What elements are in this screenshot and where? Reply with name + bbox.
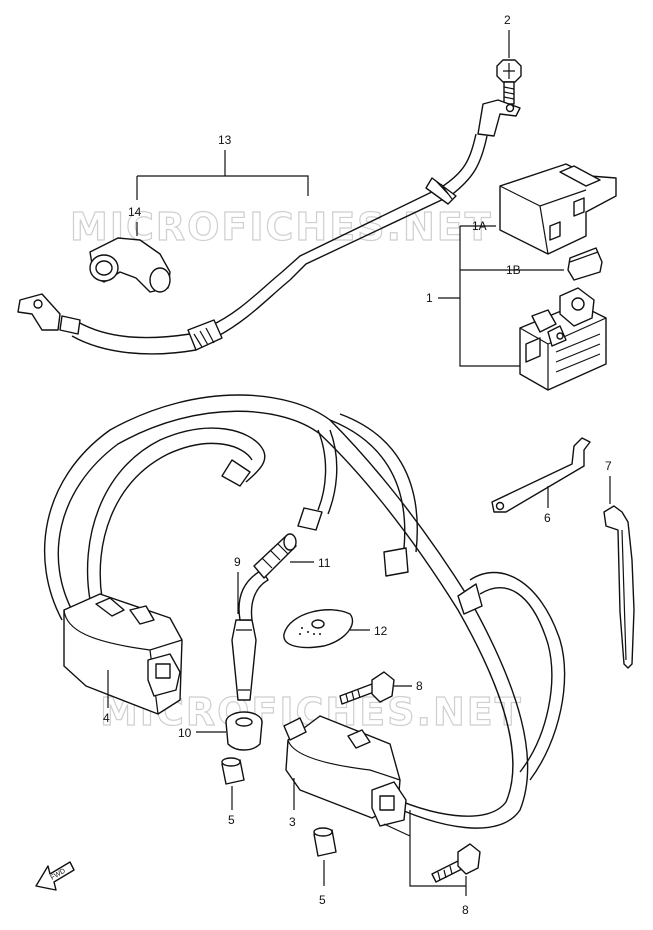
callout-5-left: 5 (228, 813, 235, 827)
forward-arrow-icon: FWD (35, 861, 75, 891)
grommet-part-10[interactable] (225, 711, 263, 751)
callout-4: 4 (103, 711, 110, 725)
callout-1b: 1B (506, 263, 521, 277)
leader-8-lower (383, 810, 467, 896)
callout-3: 3 (289, 815, 296, 829)
callout-14: 14 (128, 205, 142, 219)
bracket-part-6[interactable] (491, 437, 591, 513)
callout-10: 10 (178, 726, 192, 740)
callout-7: 7 (605, 459, 612, 473)
screw-part-2[interactable] (496, 59, 522, 105)
spacer-part-5-right[interactable] (313, 827, 337, 857)
fuse-part-1b[interactable] (567, 247, 603, 281)
callout-11: 11 (318, 556, 331, 570)
starter-relay-part-1[interactable] (519, 287, 607, 391)
boot-part-14[interactable] (89, 237, 171, 293)
callout-1: 1 (426, 291, 433, 305)
ignition-coil-part-3[interactable] (283, 715, 407, 827)
callout-5-right: 5 (319, 893, 326, 907)
rubber-pad-part-12[interactable] (283, 609, 354, 649)
battery-cable-part-13[interactable] (17, 99, 521, 355)
cable-tie-part-7[interactable] (603, 505, 635, 669)
ignition-coil-harness-part-4[interactable] (43, 394, 566, 829)
callout-8-lower: 8 (462, 903, 469, 917)
plug-wire-part-9[interactable] (231, 569, 269, 701)
relay-cover-part-1a[interactable] (499, 163, 617, 255)
callout-8-upper: 8 (416, 679, 423, 693)
callout-12: 12 (374, 624, 388, 638)
leader-1 (438, 225, 564, 367)
callout-9: 9 (234, 555, 241, 569)
callout-1a: 1A (472, 219, 487, 233)
bolt-part-8-upper[interactable] (339, 671, 395, 705)
plug-terminal-part-11[interactable] (253, 533, 297, 579)
callout-2: 2 (504, 13, 511, 27)
spacer-part-5-left[interactable] (221, 757, 245, 785)
callout-6: 6 (544, 511, 551, 525)
callout-13: 13 (218, 133, 232, 147)
leader-13 (136, 150, 309, 200)
bolt-part-8-lower[interactable] (431, 843, 481, 883)
